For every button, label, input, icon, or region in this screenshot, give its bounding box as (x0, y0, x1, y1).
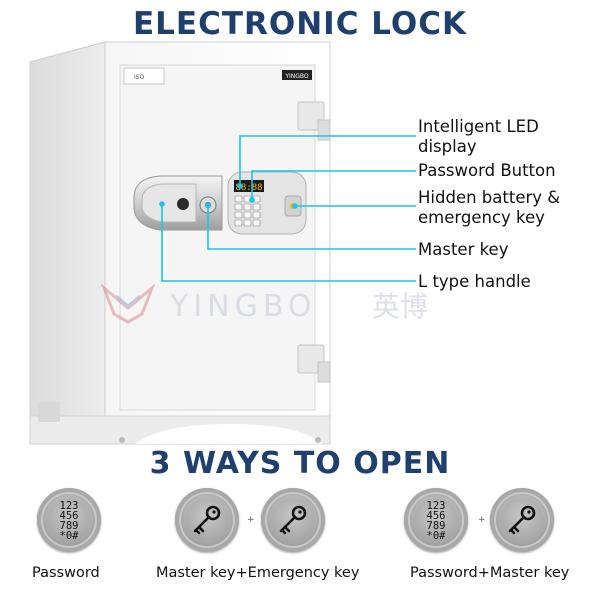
brand-badge (282, 70, 312, 80)
watermark-text: YINGBO (169, 289, 317, 324)
key-icon (490, 488, 554, 552)
led-display (234, 180, 264, 192)
cert-badge (123, 67, 165, 85)
callout-label: Password Button (418, 161, 556, 180)
method-label-password-master: Password+Master key (410, 565, 570, 581)
page-title: ELECTRONIC LOCK (132, 6, 468, 42)
callout-password-button: Password Button (418, 161, 556, 181)
key-icon (175, 488, 239, 552)
keypad-key (252, 219, 261, 227)
keypad-key (252, 211, 261, 219)
keypad-icon: 123 456 789 *0# (37, 488, 101, 552)
callout-led-display: Intelligent LED display (418, 117, 539, 157)
keypad-icon-text: 123 456 789 *0# (59, 500, 79, 542)
keypad-key (243, 219, 252, 227)
cert-badge-text: ISO (134, 74, 145, 81)
safe-door (119, 64, 316, 411)
led-display-digits: 88:88 (235, 183, 262, 193)
keypad-key (243, 203, 252, 211)
watermark: YINGBO 英博 (100, 283, 428, 324)
watermark-text-cjk: 英博 (372, 290, 428, 323)
safe-side-panel (29, 41, 106, 426)
method-label-master-emergency: Master key+Emergency key (156, 565, 360, 581)
callout-label: display (418, 137, 477, 156)
callout-hidden-battery: Hidden battery & emergency key (418, 188, 560, 228)
method-label-password: Password (32, 565, 100, 581)
callout-master-key: Master key (418, 240, 508, 260)
keypad-key (234, 195, 243, 203)
keypad-key (234, 211, 243, 219)
keypad-buttons: 88:88 (234, 183, 263, 227)
callout-label: L type handle (418, 272, 531, 291)
callout-label: Hidden battery & (418, 188, 561, 207)
keypad-icon-text: 123 456 789 *0# (426, 500, 446, 542)
callout-label: Master key (418, 240, 509, 259)
watermark-logo-icon (100, 283, 156, 324)
callout-label: emergency key (418, 208, 545, 227)
plus-sign: + (247, 515, 255, 525)
keypad-key (252, 203, 261, 211)
callout-label: Intelligent LED (418, 117, 539, 136)
callout-lines (159, 135, 416, 282)
callout-l-type-handle: L type handle (418, 272, 531, 292)
keypad-key (234, 203, 243, 211)
section-title: 3 WAYS TO OPEN (149, 446, 451, 481)
key-icon (261, 488, 325, 552)
keypad-key (234, 219, 243, 227)
keypad-icon: 123 456 789 *0# (404, 488, 468, 552)
plus-sign: + (478, 515, 486, 525)
brand-badge-text: YINGBO (284, 73, 309, 80)
keypad-key (243, 211, 252, 219)
